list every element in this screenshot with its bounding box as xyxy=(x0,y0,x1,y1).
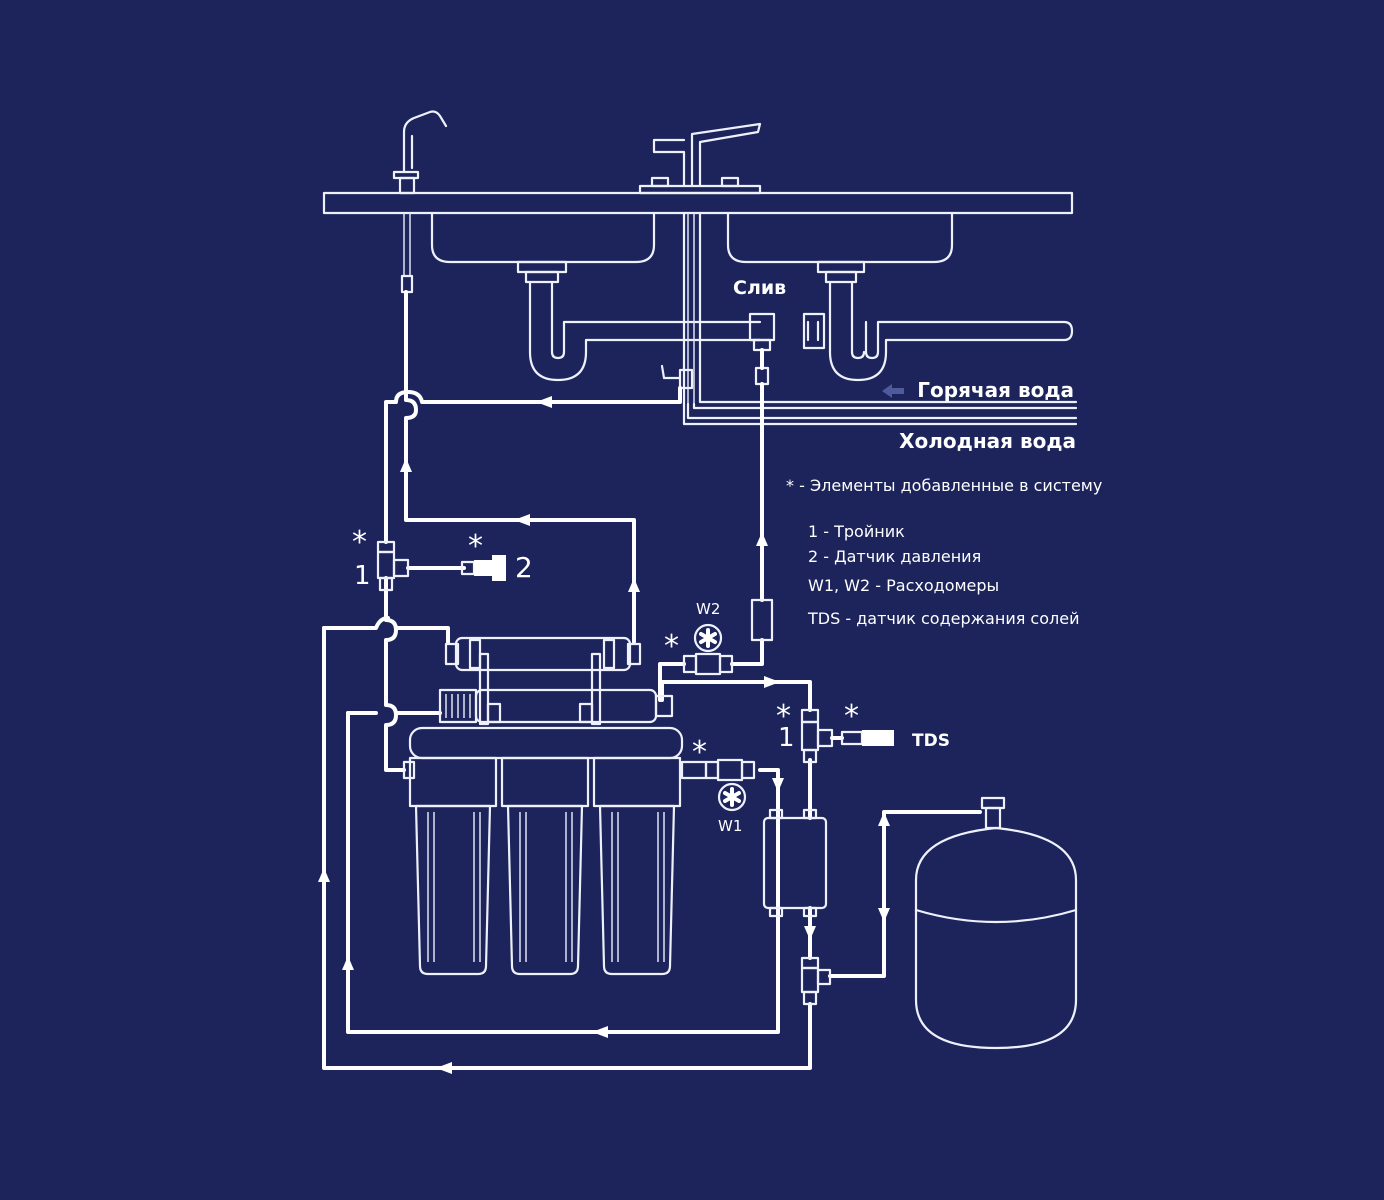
return-loop-inner xyxy=(346,711,780,1034)
prefilter-1 xyxy=(408,756,498,976)
legend-item-tee: 1 - Тройник xyxy=(808,522,905,541)
pressure-sensor-number: 2 xyxy=(515,551,533,584)
tee-fitting-right xyxy=(800,708,844,764)
added-star-tds: * xyxy=(844,699,859,734)
pressure-sensor xyxy=(460,555,506,581)
hot-water-arrow xyxy=(882,384,904,398)
sink-left xyxy=(430,211,656,284)
added-star-w1: * xyxy=(692,735,707,770)
tank-tube xyxy=(828,810,982,978)
return-loop-outer xyxy=(322,616,812,1070)
sink-right xyxy=(726,211,954,284)
legend-item-flow-meters: W1, W2 - Расходомеры xyxy=(808,576,999,595)
cold-water-label: Холодная вода xyxy=(899,429,1076,453)
legend-item-pressure-sensor: 2 - Датчик давления xyxy=(808,547,981,566)
storage-tank xyxy=(914,796,1078,1050)
flow-meter-w2 xyxy=(682,623,734,676)
legend-item-tds: TDS - датчик содержания солей xyxy=(807,609,1079,628)
ro-faucet xyxy=(392,110,448,294)
added-star-w2: * xyxy=(664,629,679,664)
added-star-pressure-sensor: * xyxy=(468,529,483,564)
hot-water-label: Горячая вода xyxy=(917,378,1074,402)
tank-tee-fitting xyxy=(800,956,832,1006)
added-star-tee-right: * xyxy=(776,699,791,734)
drain-label: Слив xyxy=(733,277,786,299)
post-filter-housing-top xyxy=(438,652,674,726)
tds-sensor xyxy=(840,730,894,746)
added-star-tee-left: * xyxy=(352,525,367,560)
tee-right-number: 1 xyxy=(778,723,795,753)
drain-line-tube xyxy=(658,382,764,702)
post-carbon-filter xyxy=(762,808,828,918)
kitchen-mixer-faucet xyxy=(638,122,762,404)
w2-label: W2 xyxy=(696,600,720,618)
flow-restrictor xyxy=(750,598,774,642)
tds-label: TDS xyxy=(912,731,950,751)
flow-arrows xyxy=(318,396,890,1074)
cold-water-line xyxy=(682,211,1078,426)
tee-fitting-left xyxy=(376,540,410,592)
prefilter-3 xyxy=(592,756,682,976)
prefilter-2 xyxy=(500,756,590,976)
drain-siphon xyxy=(528,280,1074,382)
w1-label: W1 xyxy=(718,817,742,835)
hot-water-line xyxy=(692,211,1078,410)
pure-water-tube-faucet xyxy=(404,290,636,644)
tee-left-number: 1 xyxy=(354,561,371,591)
legend-added-note: * - Элементы добавленные в систему xyxy=(786,476,1102,495)
feed-water-valve xyxy=(660,364,694,390)
